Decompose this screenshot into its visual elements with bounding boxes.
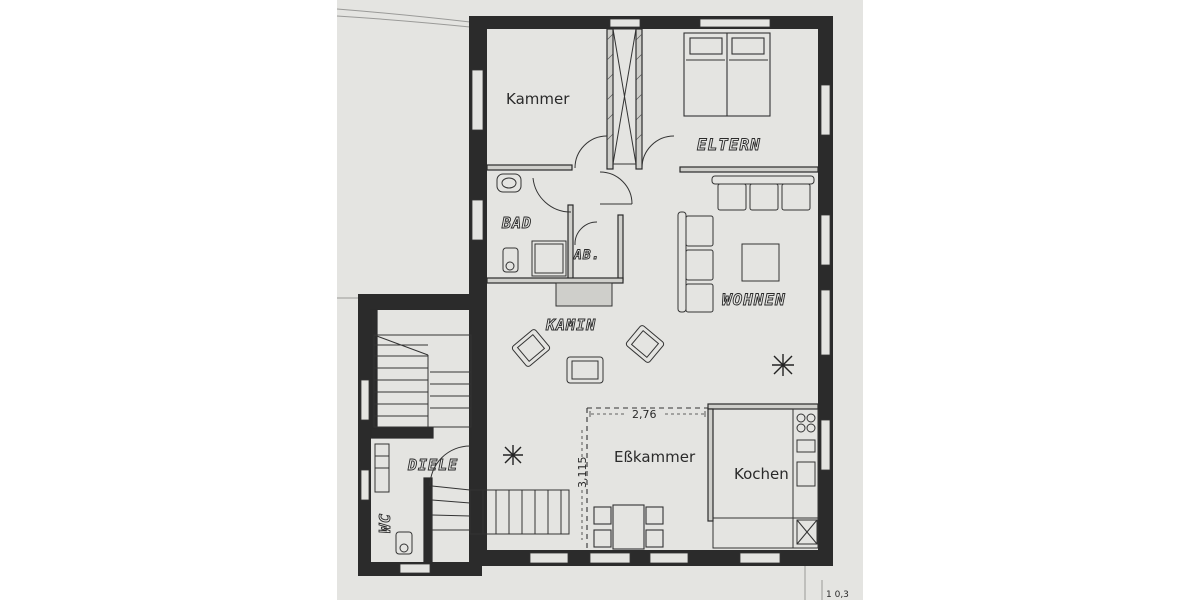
main-stairs: [431, 485, 570, 560]
label-abstell: AB.: [573, 248, 600, 263]
dimension-lines: [581, 411, 706, 540]
hatching: [606, 33, 643, 141]
armchairs: [511, 325, 665, 384]
dining-table: [593, 504, 664, 550]
kitchen-counter: [712, 408, 819, 549]
door-swings: [429, 135, 675, 487]
label-kammer: Kammer: [506, 90, 570, 108]
dim-esskammer-depth: 3,115: [576, 457, 589, 489]
plant-markers: [503, 354, 794, 465]
fireplace: [555, 282, 613, 307]
wc-fixtures: [374, 443, 413, 555]
label-bad: BAD: [501, 214, 532, 232]
double-bed: [683, 32, 771, 117]
paper-edge-lines: [336, 8, 823, 600]
corner-mark: 1 0,3: [826, 590, 849, 600]
label-wc: WC: [376, 513, 394, 533]
label-esskammer: Eßkammer: [614, 448, 696, 466]
annex-stairs: [373, 334, 472, 428]
living-furniture: [677, 175, 815, 313]
label-kochen: Kochen: [734, 465, 789, 483]
dining-boundary: [586, 407, 708, 550]
label-diele: DIELE: [407, 456, 458, 474]
windows: [360, 18, 831, 574]
dim-esskammer-width: 2,76: [632, 408, 657, 421]
wardrobe: [612, 28, 637, 165]
label-eltern: ELTERN: [697, 135, 761, 154]
label-kamin: KAMIN: [545, 316, 596, 334]
label-wohnen: WOHNEN: [722, 290, 786, 309]
bath-fixtures: [496, 173, 567, 277]
